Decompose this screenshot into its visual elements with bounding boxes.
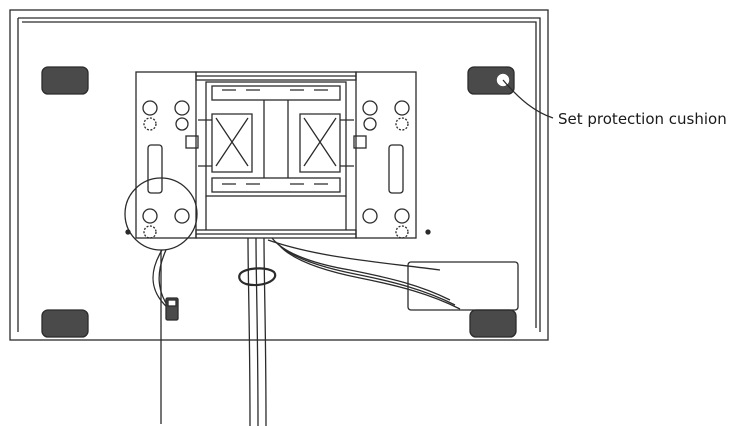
cable-tie-icon [238, 267, 277, 287]
cables [152, 237, 461, 426]
protection-cushion-bottom-right [469, 309, 517, 338]
cushion-callout-leader [502, 79, 554, 119]
wall-mount-bracket-icon [135, 71, 417, 239]
protection-cushion-top-left [41, 66, 89, 95]
screw-hole-icon [142, 100, 410, 239]
connector-box [407, 261, 519, 311]
power-plug [165, 297, 179, 321]
protection-cushion-top-right [467, 66, 515, 95]
protection-cushion-bottom-left [41, 309, 89, 338]
tv-back-panel [9, 9, 549, 341]
set-protection-cushion-label: Set protection cushion [558, 110, 727, 128]
